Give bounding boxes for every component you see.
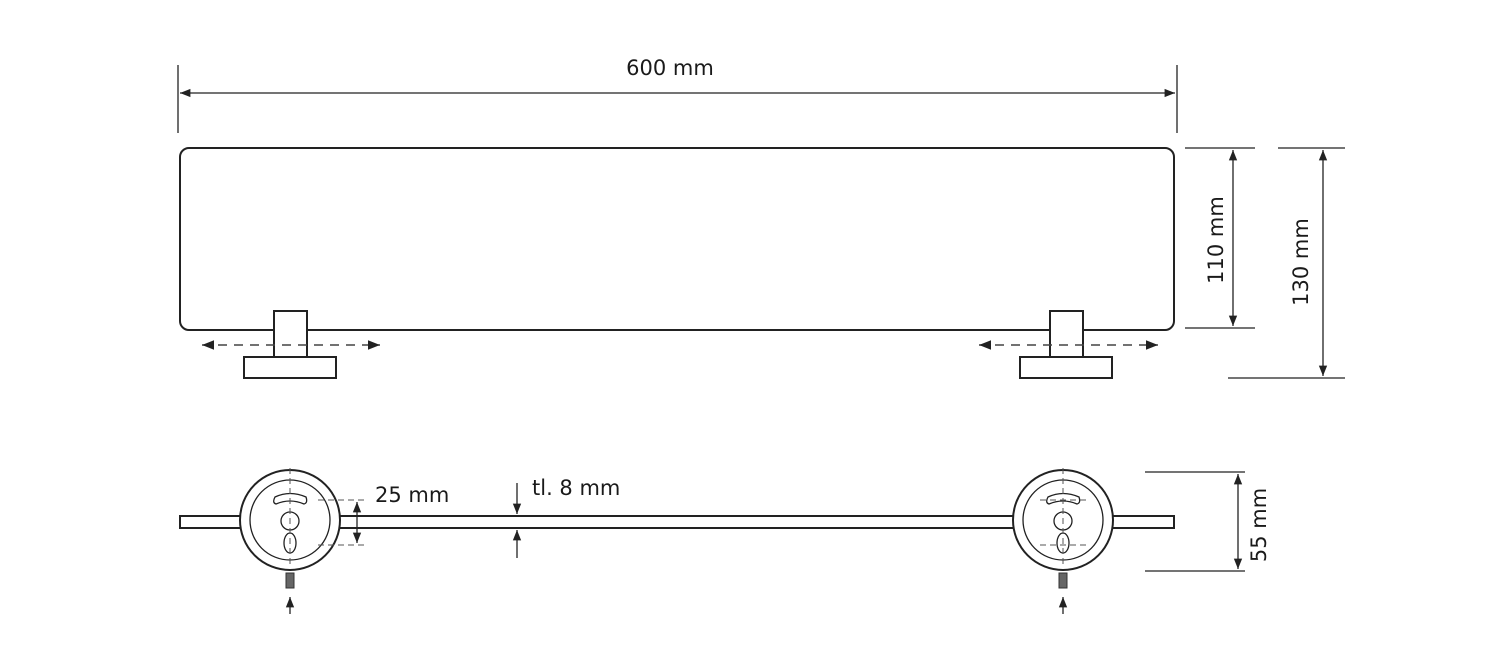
bracket-diameter-label: 55 mm: [1247, 488, 1271, 562]
bracket-diameter-dimension: 55 mm: [1145, 471, 1271, 572]
glass-shelf: [179, 147, 1175, 331]
hole-spacing-label: 25 mm: [375, 483, 449, 507]
length-label: 600 mm: [626, 56, 714, 80]
front-view: 25 mm tl. 8 mm 55 mm: [179, 468, 1271, 614]
shelf-depth-label: 110 mm: [1204, 196, 1228, 284]
right-bracket-front: [1012, 468, 1114, 614]
left-bracket: [202, 310, 380, 379]
total-depth-label: 130 mm: [1289, 218, 1313, 306]
glass-edge: [179, 515, 1175, 529]
shelf-depth-dimension: 110 mm: [1185, 147, 1255, 329]
thickness-label: tl. 8 mm: [532, 476, 620, 500]
thickness-dimension: tl. 8 mm: [512, 476, 620, 558]
length-dimension: 600 mm: [177, 56, 1178, 133]
left-bracket-front: [239, 468, 365, 614]
total-depth-dimension: 130 mm: [1228, 147, 1345, 379]
top-view: 600 mm 110 mm 130 mm: [177, 56, 1345, 379]
hole-spacing-dimension: 25 mm: [352, 483, 449, 543]
right-bracket: [979, 310, 1158, 379]
